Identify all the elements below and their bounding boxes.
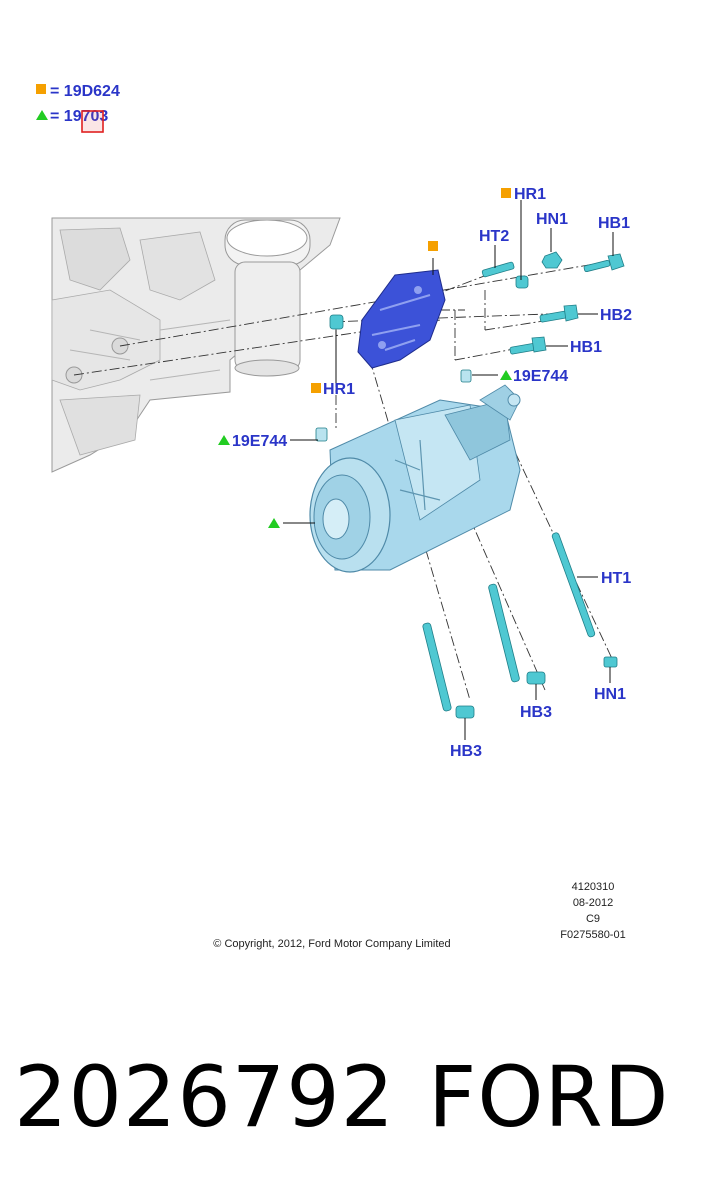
- triangle-marker-compressor: [268, 518, 280, 528]
- callout-hb3-bottom: HB3: [450, 743, 482, 760]
- part-number: 2026792: [14, 1048, 396, 1146]
- markers: [218, 188, 512, 528]
- callout-19e744-right: 19E744: [513, 368, 568, 385]
- meta-line-2: 08-2012: [573, 897, 613, 909]
- callout-hr1-left: HR1: [323, 381, 355, 398]
- triangle-marker-e744-right: [500, 370, 512, 380]
- callout-hb1-top: HB1: [598, 215, 630, 232]
- parts-diagram: = 19D624 = 19703: [36, 83, 632, 950]
- meta-line-1: 4120310: [572, 881, 615, 893]
- meta-line-4: F0275580-01: [560, 929, 625, 941]
- legend-triangle-marker: [36, 110, 48, 120]
- bracket: [357, 269, 446, 369]
- ac-compressor: [309, 384, 521, 573]
- callout-hn1-top: HN1: [536, 211, 568, 228]
- copyright: © Copyright, 2012, Ford Motor Company Li…: [213, 938, 450, 950]
- callouts: HR1 HT2 HN1 HB1 HB2 HB1 HR1 19E744 19E74…: [232, 186, 632, 760]
- callout-19e744-left: 19E744: [232, 433, 287, 450]
- square-marker-hr1-left: [311, 383, 321, 393]
- fasteners: [315, 251, 625, 719]
- engine-block: [51, 217, 341, 473]
- legend: = 19D624 = 19703: [36, 83, 120, 133]
- legend-triangle-code: = 19703: [50, 108, 108, 125]
- callout-hb2: HB2: [600, 307, 632, 324]
- callout-ht1: HT1: [601, 570, 631, 587]
- square-marker-hr1-top: [501, 188, 511, 198]
- diagram-meta: 4120310 08-2012 C9 F0275580-01 © Copyrig…: [213, 881, 625, 950]
- triangle-marker-e744-left: [218, 435, 230, 445]
- callout-hr1-top: HR1: [514, 186, 546, 203]
- legend-square-marker: [36, 84, 46, 94]
- footer: 2026792 FORD: [0, 1040, 708, 1170]
- leader-lines: [283, 200, 614, 740]
- callout-hb1-mid: HB1: [570, 339, 602, 356]
- legend-square-code: = 19D624: [50, 83, 120, 100]
- square-marker-bracket: [428, 241, 438, 251]
- callout-ht2: HT2: [479, 228, 509, 245]
- highlight-box: [81, 110, 104, 133]
- callout-hb3-mid: HB3: [520, 704, 552, 721]
- callout-hn1-bottom: HN1: [594, 686, 626, 703]
- brand-name: FORD: [428, 1048, 670, 1146]
- meta-line-3: C9: [586, 913, 600, 925]
